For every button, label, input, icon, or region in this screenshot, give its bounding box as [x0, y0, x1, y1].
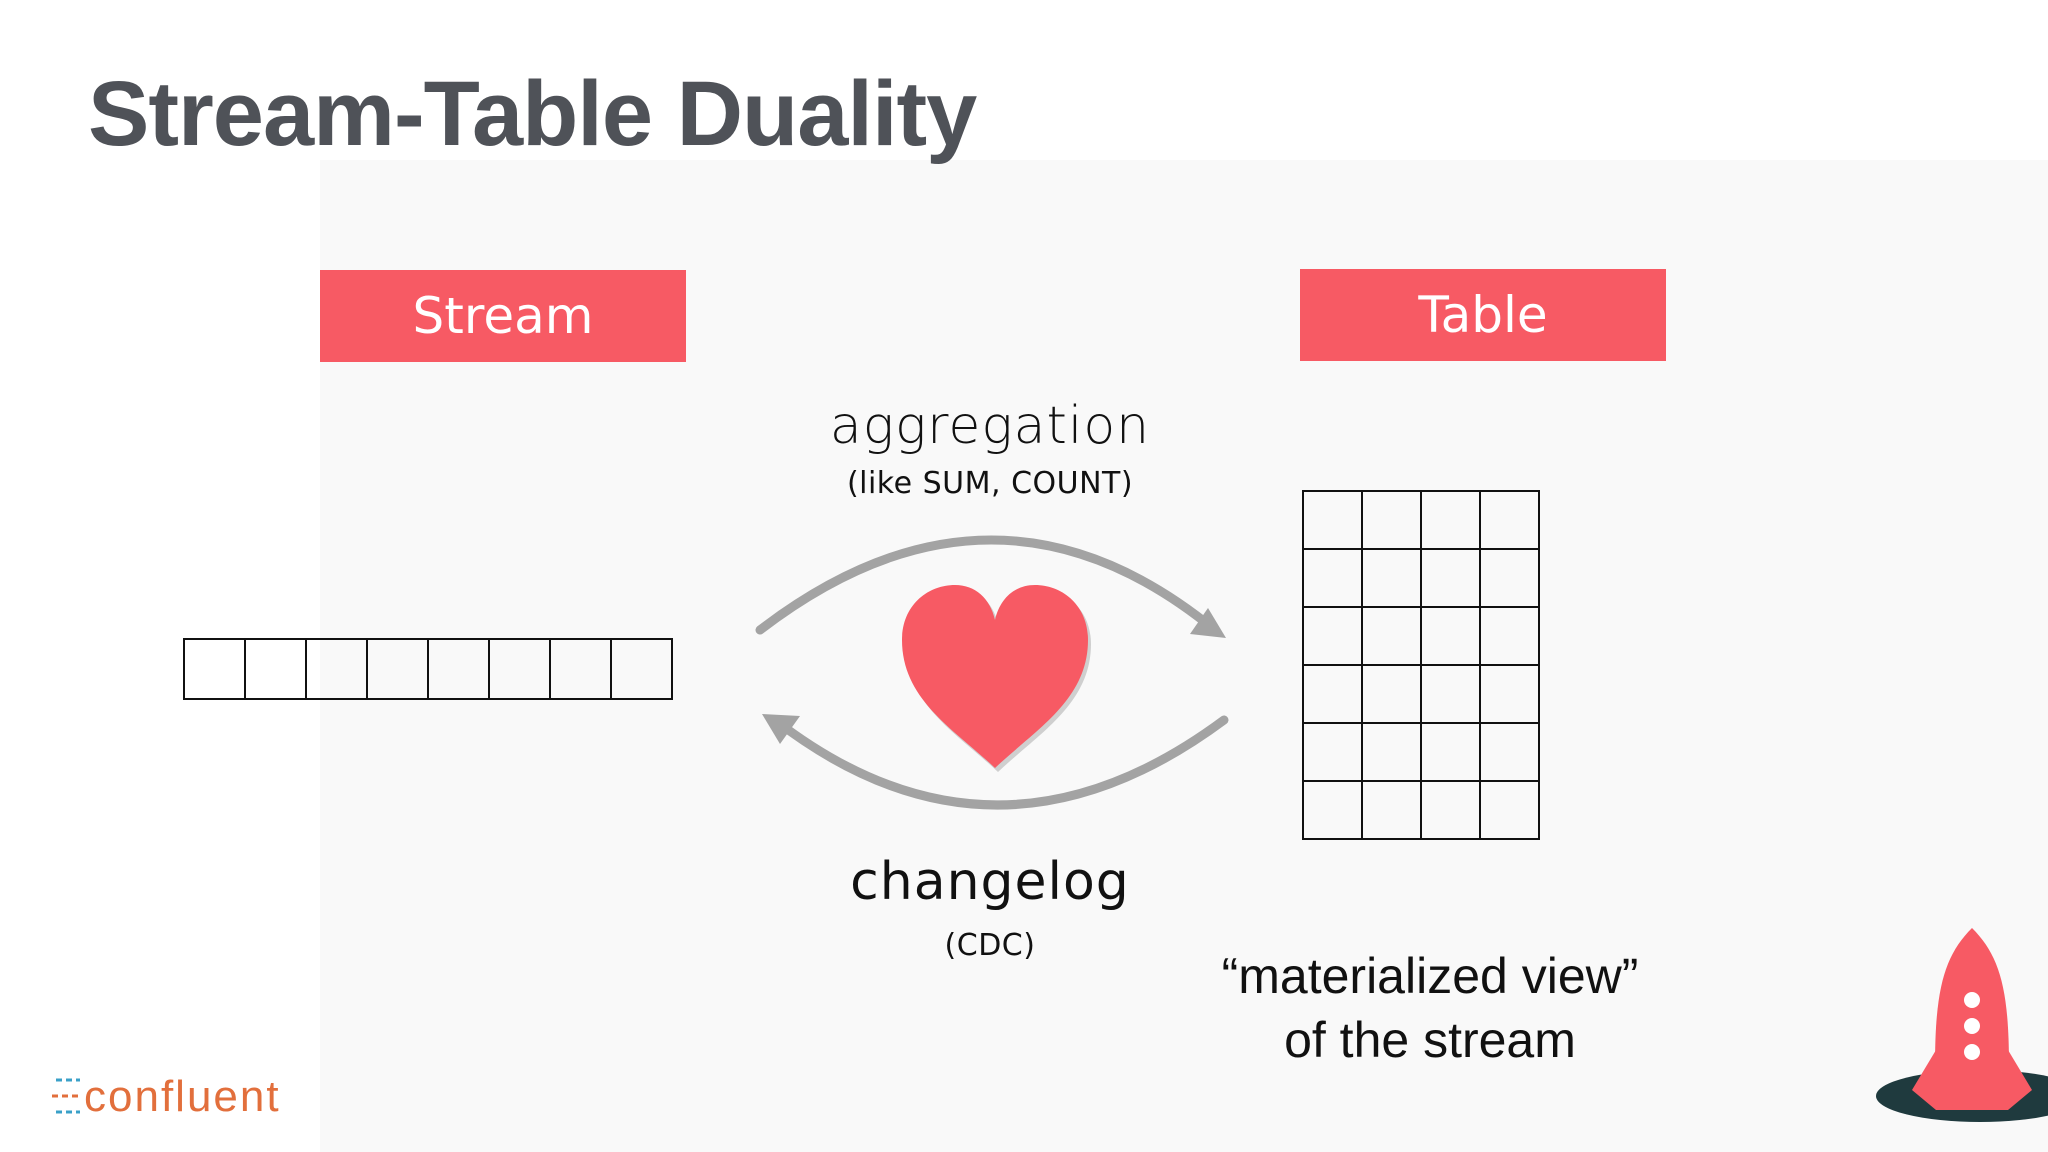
table-cell [1361, 780, 1422, 840]
changelog-arrowhead [762, 714, 800, 744]
table-cell [1361, 664, 1422, 724]
table-cell [1302, 780, 1363, 840]
aggregation-label: aggregation [829, 396, 1151, 456]
table-cell [1479, 722, 1540, 782]
table-row [1302, 722, 1540, 782]
table-cell [1420, 664, 1481, 724]
heart-icon [902, 585, 1091, 772]
table-cell [1420, 780, 1481, 840]
confluent-mark-icon [52, 1078, 80, 1114]
table-cell [1302, 548, 1363, 608]
changelog-arrow [770, 715, 1229, 810]
aggregation-arrow [755, 535, 1220, 635]
table-row [1302, 548, 1540, 608]
table-cell [1420, 548, 1481, 608]
materialized-line-2: of the stream [1284, 1012, 1576, 1068]
confluent-logo: confluent [52, 1070, 281, 1124]
logo-wordmark: confluent [84, 1072, 281, 1121]
table-cell [1302, 722, 1363, 782]
stream-cell [427, 638, 490, 700]
table-cell [1302, 606, 1363, 666]
table-cell [1361, 606, 1422, 666]
aggregation-arrowhead [1190, 608, 1226, 638]
table-row [1302, 664, 1540, 724]
table-cell [1361, 722, 1422, 782]
stream-cell [488, 638, 551, 700]
changelog-label: changelog [850, 852, 1130, 912]
stream-cell [305, 638, 368, 700]
table-cell [1420, 490, 1481, 550]
stream-cell [244, 638, 307, 700]
table-cell [1479, 490, 1540, 550]
page-title: Stream-Table Duality [88, 63, 977, 165]
table-cell [1479, 780, 1540, 840]
table-cell [1361, 548, 1422, 608]
table-cell [1420, 722, 1481, 782]
table-cell [1302, 490, 1363, 550]
table-row [1302, 606, 1540, 666]
table-cell [1361, 490, 1422, 550]
stream-row [183, 638, 673, 700]
table-cell [1302, 664, 1363, 724]
stream-label: Stream [320, 270, 686, 362]
changelog-note: (CDC) [944, 928, 1036, 963]
table-grid [1302, 490, 1540, 840]
materialized-line-1: “materialized view” [1221, 948, 1639, 1004]
stream-grid [183, 638, 673, 700]
table-row [1302, 490, 1540, 550]
rocket-icon [1876, 928, 2048, 1122]
stream-cell [549, 638, 612, 700]
table-cell [1479, 548, 1540, 608]
stream-cell [183, 638, 246, 700]
aggregation-note: (like SUM, COUNT) [846, 466, 1134, 501]
table-cell [1479, 606, 1540, 666]
materialized-view-caption: “materialized view” of the stream [1160, 944, 1700, 1072]
table-cell [1479, 664, 1540, 724]
table-label: Table [1300, 269, 1666, 361]
table-row [1302, 780, 1540, 840]
stream-cell [366, 638, 429, 700]
table-cell [1420, 606, 1481, 666]
stream-cell [610, 638, 673, 700]
